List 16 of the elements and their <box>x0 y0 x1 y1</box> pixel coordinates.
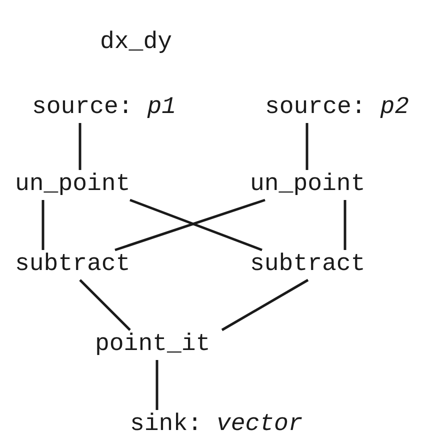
diagram-title: dx_dy <box>100 30 172 56</box>
connector-line <box>78 123 82 170</box>
node-label: subtract <box>250 252 366 278</box>
node-label: sink: vector <box>130 412 303 438</box>
node-label: source: p1 <box>32 95 176 121</box>
connector-line <box>156 360 158 410</box>
node-label: un_point <box>250 172 366 198</box>
node-label: point_it <box>95 332 210 358</box>
connector-line <box>42 200 44 250</box>
connector-line <box>344 200 346 250</box>
node-label: source: p2 <box>265 95 410 121</box>
connector-line <box>221 278 309 332</box>
connector-line <box>306 123 308 170</box>
node-label: un_point <box>15 172 130 198</box>
connector-line <box>79 279 131 331</box>
node-label: subtract <box>15 252 130 278</box>
